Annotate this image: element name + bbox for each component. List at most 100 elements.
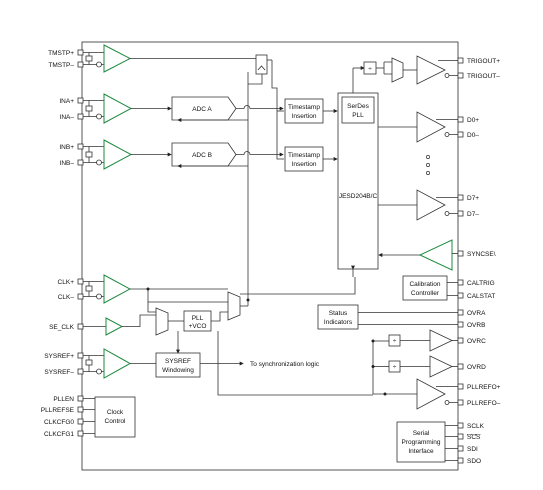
clock-control-line1: Clock <box>107 409 124 416</box>
pin-sysref-n: SYSREF– <box>44 368 84 376</box>
pin-ovrb: OVRB <box>457 321 485 329</box>
pin-label-clk-p: CLK+ <box>58 279 75 286</box>
svg-text:÷: ÷ <box>393 364 397 371</box>
trigout-driver <box>416 55 446 85</box>
timestamp-a-line1: Timestamp <box>288 104 320 111</box>
pin-clkcfg1: CLKCFG1 <box>44 430 84 438</box>
status-indicators-block <box>317 304 359 330</box>
divider-label: ÷ <box>368 66 372 73</box>
serial-programming-interface <box>396 421 446 463</box>
pin-d0-n: D0– <box>457 131 479 139</box>
pin-tmstp-p: TMSTP+ <box>48 49 84 57</box>
jesd204-label: JESD204B/C <box>339 193 378 200</box>
calibration-line1: Calibration <box>409 281 440 288</box>
ellipsis-dot <box>426 171 430 175</box>
pin-label-calstat: CALSTAT <box>467 293 495 300</box>
pin-trigout-p: TRIGOUT+ <box>457 57 500 65</box>
pin-ina-p: INA+ <box>59 97 84 105</box>
pin-label-sdo: SDO <box>467 458 481 465</box>
pin-label-inb-p: INB+ <box>59 144 74 151</box>
clk-select-mux <box>155 307 169 336</box>
adc-a-block <box>171 96 237 121</box>
pin-label-pllrefse: PLLREFSE <box>41 407 75 414</box>
pin-clk-n: CLK– <box>58 293 84 301</box>
pin-pllrefo-n: PLLREFO– <box>457 399 501 407</box>
pin-sdi: SDI <box>457 445 478 453</box>
pin-label-scs: SCS <box>467 434 481 441</box>
pin-clkcfg0: CLKCFG0 <box>44 418 84 426</box>
tmstp-latch <box>255 54 268 75</box>
pin-se-clk: SE_CLK <box>49 323 84 331</box>
pin-pllrefse: PLLREFSE <box>41 406 84 414</box>
timestamp-insertion-a <box>284 98 324 124</box>
pin-label-trigout-p: TRIGOUT+ <box>467 58 500 65</box>
pin-label-ovra: OVRA <box>467 310 486 317</box>
pin-label-d0-p: D0+ <box>467 117 479 124</box>
pin-label-sclk: SCLK <box>467 423 485 430</box>
pin-label-se-clk: SE_CLK <box>49 324 75 331</box>
sync-logic-label: To synchronization logic <box>250 361 320 368</box>
syncse-receiver <box>418 239 453 271</box>
pin-label-tmstp-p: TMSTP+ <box>48 50 74 57</box>
calibration-controller-block <box>402 275 448 301</box>
pin-label-inb-n: INB– <box>60 160 75 167</box>
pin-inb-p: INB+ <box>59 143 84 151</box>
pin-label-ovrc: OVRC <box>467 338 486 345</box>
pin-label-ina-n: INA– <box>60 114 75 121</box>
clk-input-amp <box>83 274 132 304</box>
inb-input-amp <box>83 139 133 170</box>
d0-driver <box>416 111 446 143</box>
ovrc-driver <box>429 329 453 352</box>
pin-sdo: SDO <box>457 457 481 465</box>
pin-label-pllrefo-p: PLLREFO+ <box>467 384 501 391</box>
adc-b-label: ADC B <box>192 152 212 159</box>
pin-label-ovrd: OVRD <box>467 364 486 371</box>
serdes-pll-block <box>341 96 375 124</box>
left-pins: TMSTP+ TMSTP– INA+ INA– INB+ INB– CLK+ C… <box>41 49 84 438</box>
adc-b-block <box>171 142 237 167</box>
calibration-line2: Controller <box>411 290 440 297</box>
pin-label-clkcfg0: CLKCFG0 <box>44 419 74 426</box>
pin-pllrefo-p: PLLREFO+ <box>457 383 501 391</box>
pllrefo-driver <box>416 378 446 410</box>
pin-ovrc: OVRC <box>457 337 486 345</box>
pin-d7-p: D7+ <box>457 194 479 202</box>
pin-scs: SCS <box>457 433 481 441</box>
clk-output-mux <box>227 291 241 321</box>
pin-caltrig: CALTRIG <box>457 279 495 287</box>
timestamp-b-line2: Insertion <box>292 161 317 168</box>
ellipsis-dot <box>426 155 430 159</box>
pin-label-tmstp-n: TMSTP– <box>48 62 74 69</box>
pin-label-d7-p: D7+ <box>467 195 479 202</box>
pin-label-ovrb: OVRB <box>467 322 485 329</box>
pin-label-sysref-p: SYSREF+ <box>44 353 74 360</box>
pin-sclk: SCLK <box>457 422 485 430</box>
pin-d7-n: D7– <box>457 210 479 218</box>
sysref-windowing-line1: SYSREF <box>165 358 191 365</box>
pin-label-clk-n: CLK– <box>58 294 75 301</box>
clock-control-block <box>94 396 136 438</box>
status-line1: Status <box>329 310 348 317</box>
pin-label-clkcfg1: CLKCFG1 <box>44 431 74 438</box>
svg-text:÷: ÷ <box>393 338 397 345</box>
pin-pllen: PLLEN <box>53 395 84 403</box>
trigout-mux <box>391 57 404 83</box>
pin-label-d7-n: D7– <box>467 211 479 218</box>
ellipsis-dot <box>426 163 430 167</box>
pin-d0-p: D0+ <box>457 116 479 124</box>
serial-line3: Interface <box>408 448 434 455</box>
timestamp-b-line1: Timestamp <box>288 152 320 159</box>
pin-label-sysref-n: SYSREF– <box>44 369 74 376</box>
pin-ovra: OVRA <box>457 309 486 317</box>
sysref-windowing-line2: Windowing <box>162 367 194 374</box>
pin-label-d0-n: D0– <box>467 132 479 139</box>
serial-line2: Programming <box>401 439 440 446</box>
pin-clk-p: CLK+ <box>58 278 84 286</box>
tmstp-input-buffer <box>83 44 132 73</box>
right-pins: TRIGOUT+ TRIGOUT– D0+ D0– D7+ D7– SYNCSE… <box>457 57 501 465</box>
serdes-pll-line1: SerDes <box>347 103 369 110</box>
sysref-windowing-block <box>155 352 201 378</box>
ovrd-driver <box>429 355 453 378</box>
pin-inb-n: INB– <box>60 159 84 167</box>
pin-sysref-p: SYSREF+ <box>44 352 84 360</box>
